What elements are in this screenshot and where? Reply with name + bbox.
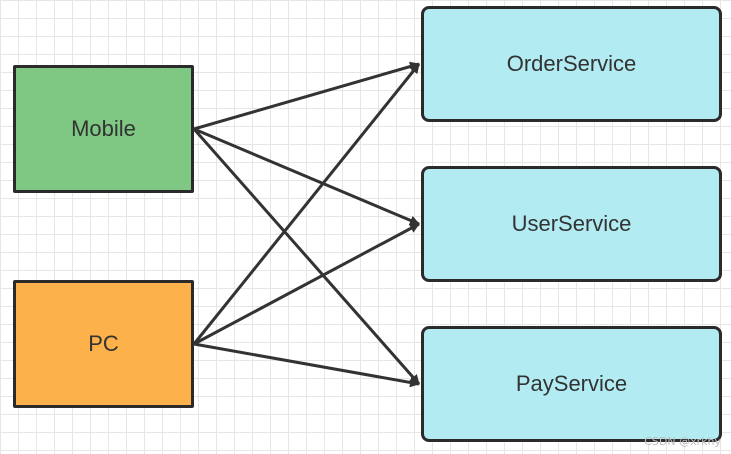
edge-mobile-to-user (193, 127, 420, 226)
node-pc[interactable]: PC (13, 280, 194, 408)
node-order-service[interactable]: OrderService (421, 6, 722, 122)
node-user-service[interactable]: UserService (421, 166, 722, 282)
edge-mobile-to-pay (192, 128, 421, 385)
node-user-service-label: UserService (511, 211, 632, 236)
node-pay-service-label: PayService (515, 371, 628, 396)
node-mobile-label: Mobile (71, 116, 136, 141)
edge-pc-to-order (192, 63, 421, 345)
edge-pc-to-pay (193, 342, 420, 388)
edge-mobile-to-order (193, 61, 420, 131)
node-order-service-label: OrderService (506, 51, 637, 76)
node-pc-label: PC (88, 331, 119, 356)
node-pay-service[interactable]: PayService (421, 326, 722, 442)
watermark: CSDN @xrkhy (644, 435, 721, 448)
node-mobile[interactable]: Mobile (13, 65, 194, 193)
edge-pc-to-user (193, 222, 420, 346)
